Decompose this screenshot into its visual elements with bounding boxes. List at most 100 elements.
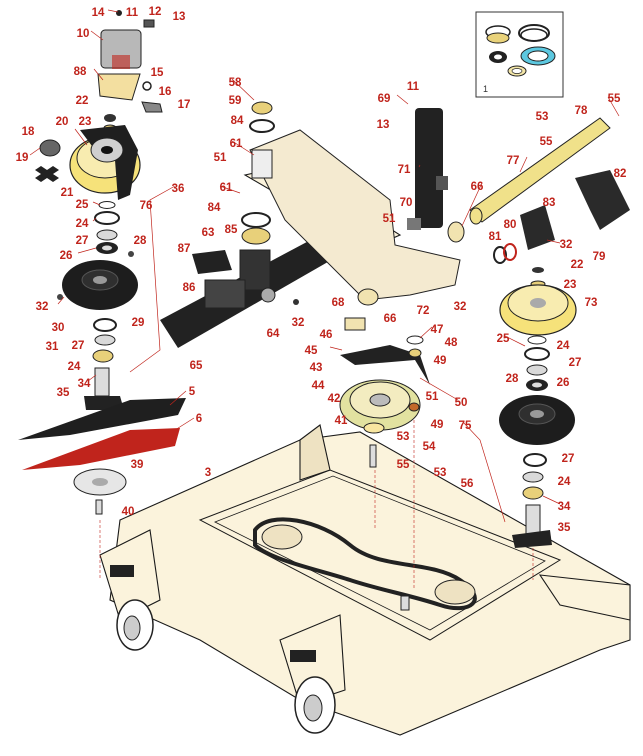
callout-c5: 5	[189, 386, 196, 398]
callout-c70: 70	[400, 197, 413, 209]
callout-c53a: 53	[397, 431, 410, 443]
callout-c28b: 28	[506, 373, 519, 385]
callout-c55a: 55	[397, 459, 410, 471]
left-spindle-assembly	[18, 10, 186, 515]
callout-c84a: 84	[231, 115, 244, 127]
callout-c22a: 22	[76, 95, 89, 107]
callout-c13b: 13	[377, 119, 390, 131]
callout-c10: 10	[77, 28, 90, 40]
left-caster	[99, 529, 161, 651]
seal-kit-inset: 1	[475, 11, 564, 98]
callout-c88: 88	[74, 66, 87, 78]
callout-c79: 79	[593, 251, 606, 263]
callout-c6: 6	[196, 413, 202, 425]
callout-c15: 15	[151, 67, 164, 79]
mower-deck	[99, 424, 631, 736]
callout-c40: 40	[122, 506, 135, 518]
callout-c68: 68	[332, 297, 345, 309]
callout-c20: 20	[56, 116, 69, 128]
callout-c35b: 35	[558, 522, 571, 534]
callout-c63: 63	[202, 227, 215, 239]
callout-c53b: 53	[434, 467, 447, 479]
callout-c23a: 23	[79, 116, 92, 128]
callout-c58: 58	[229, 77, 242, 89]
callout-c69: 69	[378, 93, 391, 105]
callout-c81: 81	[489, 231, 502, 243]
callout-c77: 77	[507, 155, 520, 167]
callout-c66a: 66	[471, 181, 484, 193]
callout-c11a: 11	[126, 7, 139, 19]
callout-c17: 17	[178, 99, 191, 111]
callout-c26b: 26	[557, 377, 570, 389]
callout-c56: 56	[461, 478, 474, 490]
callout-c27c: 27	[569, 357, 582, 369]
callout-c51a: 51	[214, 152, 227, 164]
callout-c18: 18	[22, 126, 35, 138]
callout-c24a: 24	[76, 218, 89, 230]
callout-c51c: 51	[426, 391, 439, 403]
right-caster	[279, 614, 346, 734]
leader-lines	[29, 9, 620, 590]
callout-c49b: 49	[431, 419, 444, 431]
callout-c78: 78	[575, 105, 588, 117]
callout-c26a: 26	[60, 250, 73, 262]
callout-c32a: 32	[36, 301, 49, 313]
callout-c42: 42	[328, 393, 341, 405]
callout-c76: 76	[140, 200, 153, 212]
callout-c73: 73	[585, 297, 598, 309]
callout-c75: 75	[459, 420, 472, 432]
callout-c27a: 27	[76, 235, 89, 247]
callout-c32b: 32	[292, 317, 305, 329]
callout-c27d: 27	[562, 453, 575, 465]
callout-c51b: 51	[383, 213, 396, 225]
callout-c49a: 49	[434, 355, 447, 367]
callout-c61b: 61	[220, 182, 233, 194]
callout-c13a: 13	[173, 11, 186, 23]
callout-c54: 54	[423, 441, 436, 453]
callout-c28a: 28	[134, 235, 147, 247]
callout-c45: 45	[305, 345, 318, 357]
callout-c30: 30	[52, 322, 65, 334]
callout-c55c: 55	[540, 136, 553, 148]
callout-c25a: 25	[76, 199, 89, 211]
callout-c32d: 32	[560, 239, 573, 251]
callout-c31: 31	[46, 341, 59, 353]
callout-c35a: 35	[57, 387, 70, 399]
callout-c21: 21	[61, 187, 74, 199]
callout-c86: 86	[183, 282, 196, 294]
callout-c24b: 24	[68, 361, 81, 373]
callout-c24d: 24	[558, 476, 571, 488]
callout-c82: 82	[614, 168, 627, 180]
callout-c23b: 23	[564, 279, 577, 291]
callout-c24c: 24	[557, 340, 570, 352]
callout-c65: 65	[190, 360, 203, 372]
callout-c43: 43	[310, 362, 323, 374]
callout-c55b: 55	[608, 93, 621, 105]
callout-c61a: 61	[230, 138, 243, 150]
callout-c64: 64	[267, 328, 280, 340]
callout-c66b: 66	[384, 313, 397, 325]
callout-c71: 71	[398, 164, 411, 176]
callout-c36: 36	[172, 183, 185, 195]
callout-c29: 29	[132, 317, 145, 329]
callout-c59: 59	[229, 95, 242, 107]
callout-c72: 72	[417, 305, 430, 317]
callout-c84b: 84	[208, 202, 221, 214]
callout-c32c: 32	[454, 301, 467, 313]
callout-c85: 85	[225, 224, 238, 236]
callout-c47: 47	[431, 324, 444, 336]
callout-c19: 19	[16, 152, 29, 164]
callout-c27b: 27	[72, 340, 85, 352]
inset-label: 1	[483, 84, 488, 94]
callout-c46: 46	[320, 329, 333, 341]
callout-c22b: 22	[571, 259, 584, 271]
callout-c25b: 25	[497, 333, 510, 345]
center-frame	[160, 101, 465, 468]
callout-c50: 50	[455, 397, 468, 409]
callout-c3: 3	[205, 467, 211, 479]
callout-c34a: 34	[78, 378, 91, 390]
callout-c34b: 34	[558, 501, 571, 513]
callout-c53c: 53	[536, 111, 549, 123]
